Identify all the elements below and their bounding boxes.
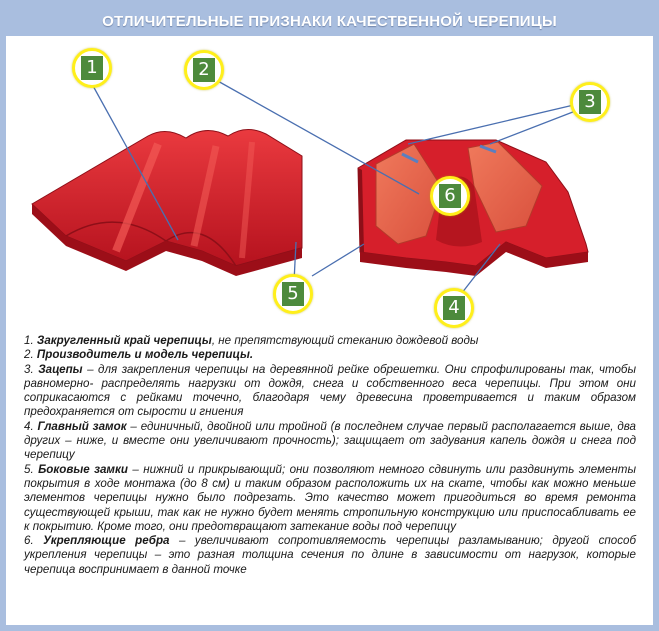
title-bar: ОТЛИЧИТЕЛЬНЫЕ ПРИЗНАКИ КАЧЕСТВЕННОЙ ЧЕРЕ… — [6, 6, 653, 36]
feature-item-6: 6. Укрепляющие ребра – увеличивают сопро… — [24, 534, 636, 576]
leader-lines — [91, 79, 579, 299]
feature-item-4: 4. Главный замок – единичный, двойной ил… — [24, 419, 636, 462]
feature-descriptions: 1. Закругленный край черепицы, не препят… — [24, 334, 636, 577]
feature-item-5: 5. Боковые замки – нижний и прикрывающий… — [24, 462, 636, 533]
marker-6: 6 — [430, 176, 470, 216]
right-tile — [357, 139, 589, 276]
marker-4: 4 — [434, 288, 474, 328]
marker-5: 5 — [273, 274, 313, 314]
feature-item-1: 1. Закругленный край черепицы, не препят… — [24, 334, 479, 347]
feature-item-2: 2. Производитель и модель черепицы. — [24, 348, 254, 362]
page-title: ОТЛИЧИТЕЛЬНЫЕ ПРИЗНАКИ КАЧЕСТВЕННОЙ ЧЕРЕ… — [102, 12, 557, 30]
tile-diagram: 1 2 3 4 5 6 — [6, 36, 653, 328]
marker-2: 2 — [184, 50, 224, 90]
tile-illustration — [31, 79, 589, 299]
marker-1: 1 — [72, 48, 112, 88]
left-tile — [31, 129, 303, 276]
marker-3: 3 — [570, 82, 610, 122]
feature-item-3: 3. Зацепы – для закрепления черепицы на … — [24, 362, 636, 419]
